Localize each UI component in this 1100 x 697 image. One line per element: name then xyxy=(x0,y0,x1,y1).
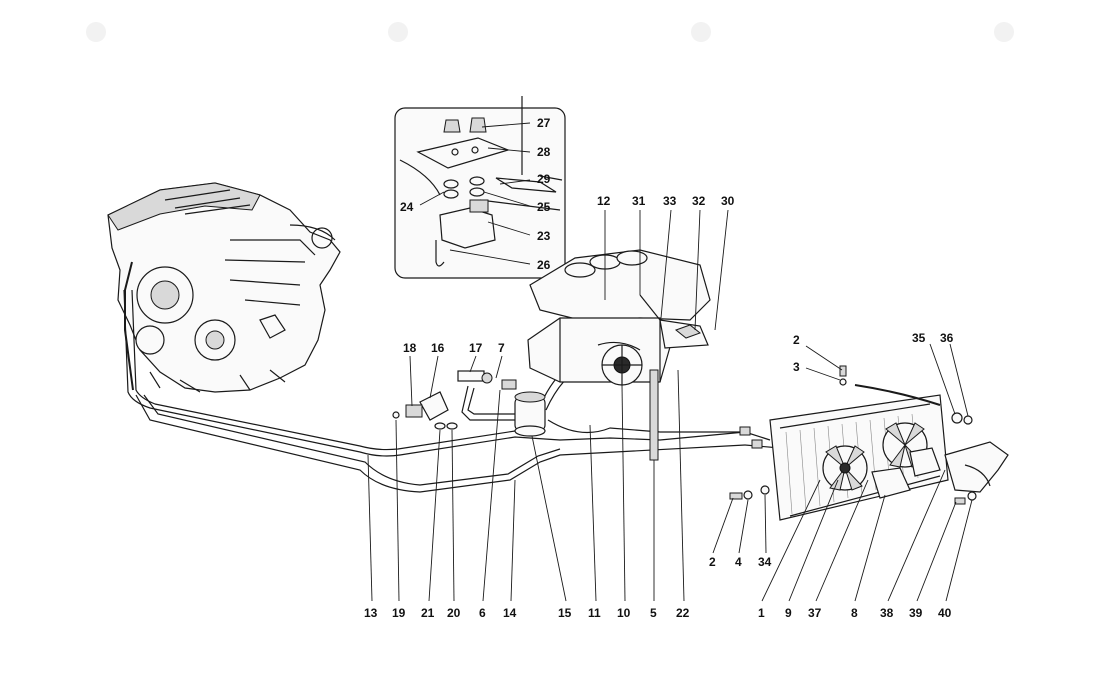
leader-lines xyxy=(367,122,973,602)
callout-29: 29 xyxy=(537,172,551,186)
callout-26: 26 xyxy=(537,258,551,272)
callout-2-bottom: 2 xyxy=(709,555,716,569)
callout-37: 37 xyxy=(808,606,822,620)
callout-2-top: 2 xyxy=(793,333,800,347)
dryer-filter-illustration xyxy=(514,391,546,437)
callout-5: 5 xyxy=(650,606,657,620)
callout-18: 18 xyxy=(403,341,417,355)
callout-15: 15 xyxy=(558,606,572,620)
callout-33: 33 xyxy=(663,194,677,208)
callout-13: 13 xyxy=(364,606,378,620)
callout-22: 22 xyxy=(676,606,690,620)
callout-4: 4 xyxy=(735,555,742,569)
heater-valve-illustration xyxy=(392,370,517,430)
callout-35: 35 xyxy=(912,331,926,345)
callout-40: 40 xyxy=(938,606,952,620)
callout-24: 24 xyxy=(400,200,414,214)
callout-12: 12 xyxy=(597,194,611,208)
fan-blower-illustration xyxy=(527,249,711,461)
callout-1: 1 xyxy=(758,606,765,620)
callout-16: 16 xyxy=(431,341,445,355)
radiator-illustration xyxy=(729,365,1009,521)
punch-holes xyxy=(86,22,1014,42)
callout-3: 3 xyxy=(793,360,800,374)
callout-23: 23 xyxy=(537,229,551,243)
callout-14: 14 xyxy=(503,606,517,620)
callout-27: 27 xyxy=(537,116,551,130)
callout-6: 6 xyxy=(479,606,486,620)
callout-38: 38 xyxy=(880,606,894,620)
callout-28: 28 xyxy=(537,145,551,159)
callout-20: 20 xyxy=(447,606,461,620)
callout-21: 21 xyxy=(421,606,435,620)
callout-10: 10 xyxy=(617,606,631,620)
detail-inset xyxy=(394,96,566,279)
callout-39: 39 xyxy=(909,606,923,620)
callout-labels: 27 28 29 24 25 23 26 12 31 33 32 30 2 3 … xyxy=(364,116,954,620)
callout-7: 7 xyxy=(498,341,505,355)
callout-19: 19 xyxy=(392,606,406,620)
callout-9: 9 xyxy=(785,606,792,620)
callout-17: 17 xyxy=(469,341,483,355)
callout-30: 30 xyxy=(721,194,735,208)
callout-8: 8 xyxy=(851,606,858,620)
engine-illustration xyxy=(107,182,341,393)
callout-25: 25 xyxy=(537,200,551,214)
callout-31: 31 xyxy=(632,194,646,208)
callout-11: 11 xyxy=(588,606,601,620)
callout-32: 32 xyxy=(692,194,706,208)
callout-34: 34 xyxy=(758,555,772,569)
callout-36: 36 xyxy=(940,331,954,345)
